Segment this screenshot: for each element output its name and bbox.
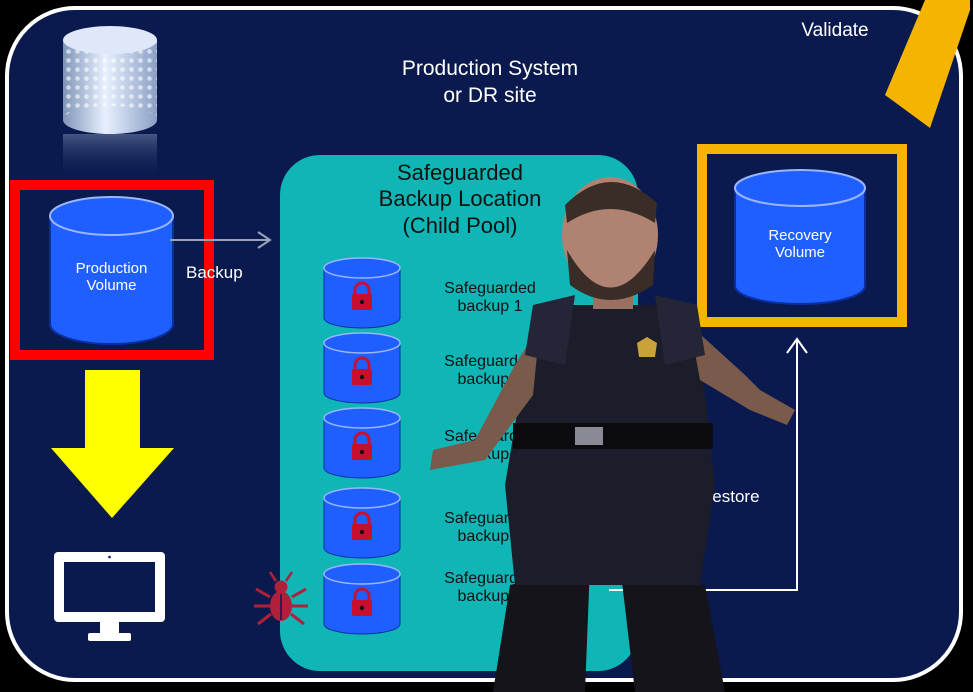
safeguarded-backup-label-1: Safeguarded backup 1 bbox=[444, 280, 536, 316]
backup-cylinder-1 bbox=[323, 257, 401, 329]
monitor-icon bbox=[54, 552, 165, 641]
production-highlight-box bbox=[10, 180, 214, 360]
safeguarded-backup-stack bbox=[323, 257, 401, 635]
diagram-title: Production System or DR site bbox=[330, 55, 650, 110]
backup-cylinder-3 bbox=[323, 407, 401, 479]
restore-label: Restore bbox=[700, 487, 760, 506]
backup-cylinder-2 bbox=[323, 332, 401, 404]
recovery-volume-label: Recovery Volume bbox=[768, 227, 832, 262]
safeguarded-location-label: Safeguarded Backup Location (Child Pool) bbox=[378, 160, 542, 238]
validate-arrow bbox=[885, 0, 970, 128]
title-line-1: Production System bbox=[401, 57, 579, 80]
safeguarded-backup-label-5: Safeguarded backup 5 bbox=[444, 570, 536, 606]
recovery-volume-cylinder bbox=[734, 169, 866, 305]
recovery-highlight-box bbox=[697, 144, 907, 327]
backup-arrow bbox=[170, 231, 272, 249]
validate-label: Validate bbox=[801, 20, 869, 41]
backup-cylinder-4 bbox=[323, 487, 401, 559]
bug-icon bbox=[254, 571, 308, 626]
title-line-2: or DR site bbox=[443, 84, 537, 108]
production-volume-label: Production Volume bbox=[75, 260, 148, 295]
backup-label: Backup bbox=[186, 263, 243, 282]
backup-cylinder-5 bbox=[323, 563, 401, 635]
production-volume-cylinder bbox=[49, 196, 174, 345]
database-icon bbox=[63, 26, 157, 180]
person-cutout-image bbox=[430, 177, 795, 692]
yellow-down-arrow bbox=[51, 370, 174, 518]
